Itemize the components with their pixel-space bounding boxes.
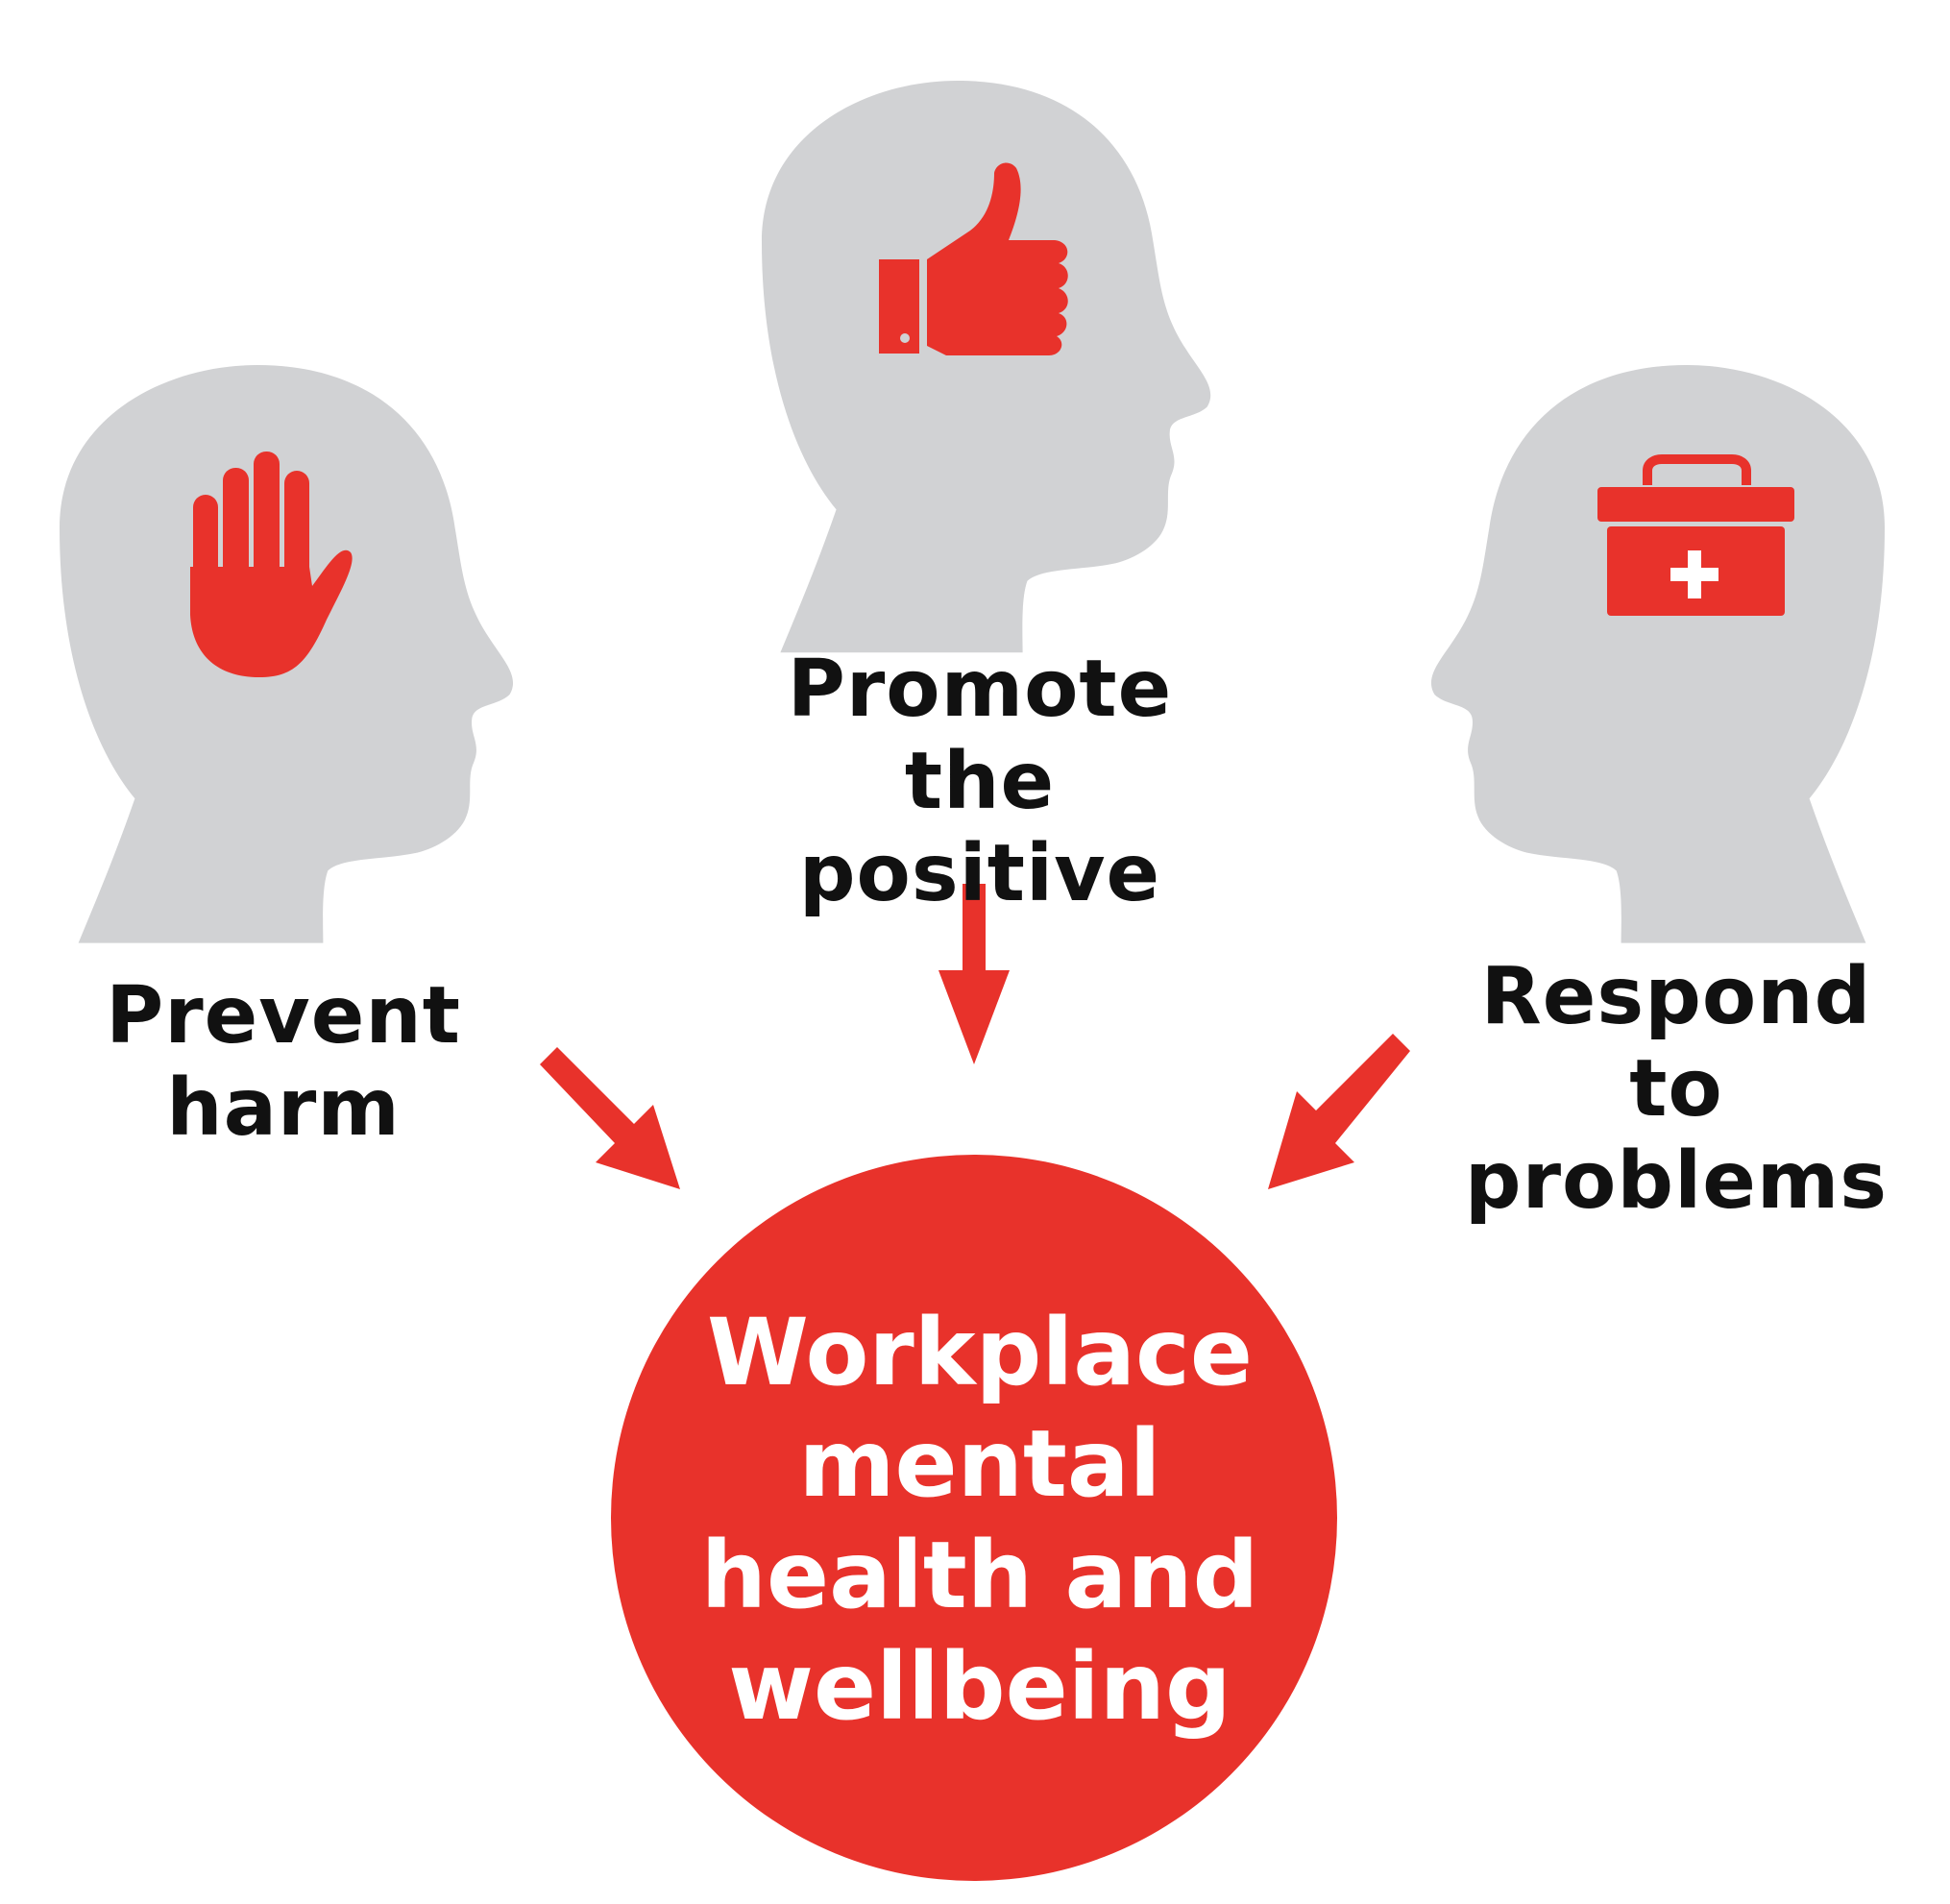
arrow-right-diagonal [1268, 1034, 1410, 1189]
center-label: Workplace mental health and wellbeing [615, 1297, 1345, 1743]
center-line: wellbeing [728, 1633, 1231, 1741]
thumbs-up-icon [879, 162, 1068, 355]
label-respond-to-problems: Respond to problems [1422, 951, 1931, 1228]
arrow-down [938, 884, 1010, 1064]
label-line: Promote [787, 644, 1173, 735]
label-line: problems [1464, 1135, 1889, 1227]
center-line: Workplace [706, 1299, 1254, 1406]
center-line: mental [798, 1410, 1161, 1518]
center-circle [611, 1155, 1337, 1881]
label-line: Prevent [106, 970, 461, 1062]
label-line: the positive [798, 736, 1161, 919]
label-line: Respond to [1480, 951, 1872, 1135]
first-aid-kit-icon [1597, 454, 1794, 616]
head-right [1430, 365, 1885, 943]
label-prevent-harm: Prevent harm [86, 970, 480, 1155]
label-line: harm [166, 1062, 401, 1154]
label-promote-the-positive: Promote the positive [711, 644, 1249, 920]
arrow-left-diagonal [540, 1047, 680, 1189]
center-line: health and [700, 1522, 1259, 1629]
head-middle [762, 81, 1211, 653]
stop-hand-icon [190, 452, 353, 677]
